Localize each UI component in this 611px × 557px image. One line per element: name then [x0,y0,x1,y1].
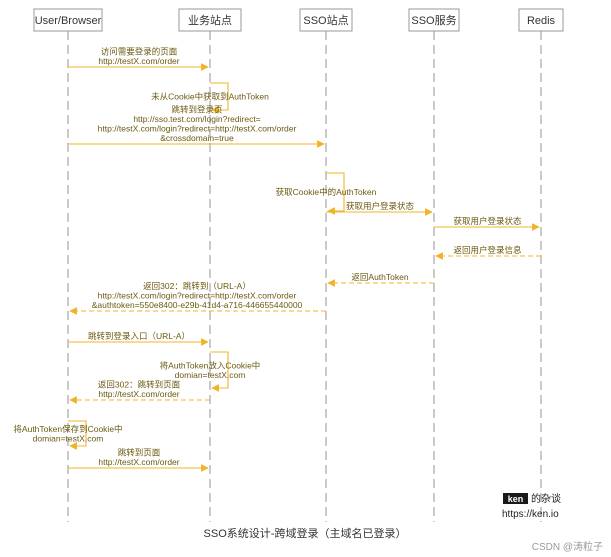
message-label: http://testX.com/login?redirect=http://t… [98,291,297,301]
actors: User/Browser 业务站点 SSO站点 SSO服务 Redis [33,8,564,32]
message-label: http://testX.com/login?redirect=http://t… [98,124,297,134]
actor-label: 业务站点 [188,13,232,27]
message-label: 跳转到登录页 [171,105,222,115]
message-label: 访问需要登录的页面 [101,47,178,57]
message-label: 获取用户登录状态 [346,201,415,211]
actor-label: User/Browser [35,15,102,27]
message-label: 返回302：跳转到（URL-A） [143,281,251,291]
brand-badge-text: ken [508,494,524,504]
actor-box [178,8,242,32]
brand-logo: ken 的杂谈 https://ken.io [502,492,561,520]
message-label: 将AuthToken放入Cookie中 [160,360,261,370]
message-label: 将AuthToken保存到Cookie中 [13,424,122,434]
message-label: 跳转到登录入口（URL-A） [88,331,190,341]
diagram-caption: SSO系统设计-跨域登录（主域名已登录） [204,526,407,540]
actor-label: Redis [527,15,556,27]
brand-badge [503,493,528,504]
message: 获取用户登录状态 [326,201,433,216]
actor-label: SSO站点 [303,13,348,27]
actor-box [408,8,460,32]
message-label: 未从Cookie中获取到AuthToken [151,92,269,102]
message-label: http://sso.test.com/login?redirect= [133,114,260,124]
message-label: http://testX.com/order [98,56,179,66]
messages: 访问需要登录的页面http://testX.com/order未从Cookie中… [13,47,541,472]
message: 跳转到登录页http://sso.test.com/login?redirect… [68,105,325,148]
brand-url: https://ken.io [502,509,559,520]
self-call-arrow [68,420,87,450]
lifelines [67,31,542,522]
actor-box [33,8,103,32]
message-label: 获取Cookie中的AuthToken [276,187,377,197]
actor-box [299,8,353,32]
message-label: 获取用户登录状态 [453,216,522,226]
message: 获取Cookie中的AuthToken [276,172,377,215]
self-call-arrow [210,351,229,392]
message-label: http://testX.com/order [98,389,179,399]
message-label: 跳转到页面 [118,448,161,458]
message-label: &authtoken=550e8400-e29b-41d4-a716-44665… [92,300,303,310]
message: 获取用户登录状态 [434,216,540,231]
message: 返回AuthToken [327,272,434,287]
message-label: 返回302：跳转到页面 [98,380,181,390]
message: 返回用户登录信息 [435,245,541,260]
message: 未从Cookie中获取到AuthToken [151,82,269,114]
message-label: http://testX.com/order [98,457,179,467]
message-label: 返回用户登录信息 [453,245,522,255]
self-call-arrow [326,172,345,215]
csdn-watermark: CSDN @涛粒子 [532,540,603,553]
actor-label: SSO服务 [411,14,456,27]
message-label: 返回AuthToken [351,272,408,282]
message: 返回302：跳转到（URL-A）http://testX.com/login?r… [69,281,326,315]
message-label: domian=testX.com [33,433,104,443]
message-label: &crossdomain=true [160,133,234,143]
message-label: domian=testX.com [175,370,246,380]
actor-box [518,8,564,32]
brand-suffix: 的杂谈 [531,492,561,505]
message: 跳转到登录入口（URL-A） [68,331,209,346]
self-call-arrow [210,82,229,114]
